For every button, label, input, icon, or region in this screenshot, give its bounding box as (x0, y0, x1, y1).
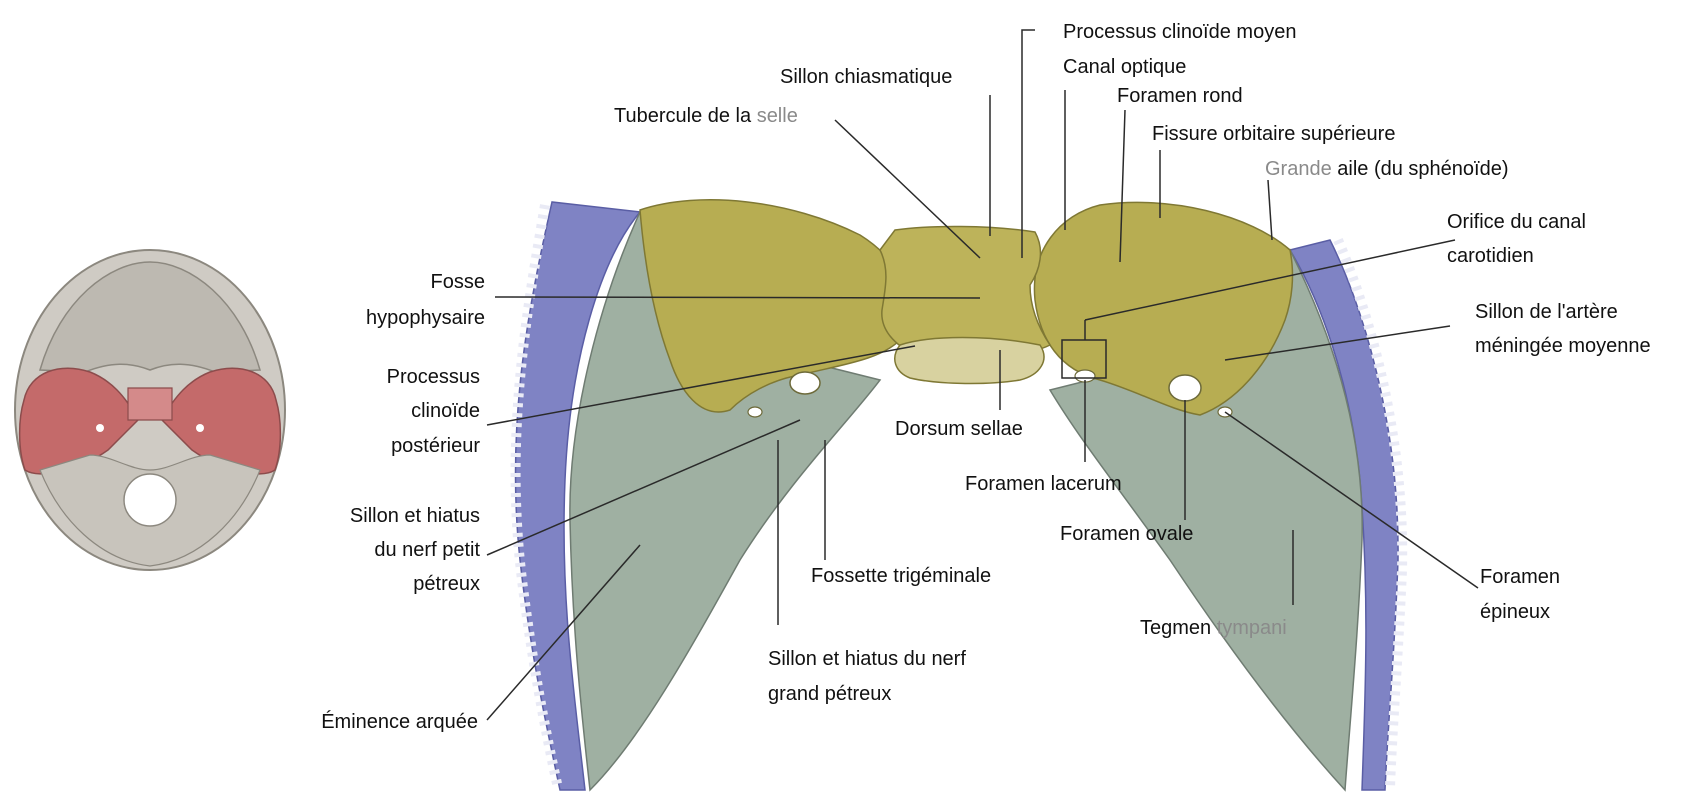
label-sillon-grand-line2: grand pétreux (768, 683, 891, 705)
middle-fossa-main (515, 200, 1402, 790)
label-sillon-petit-line2: du nerf petit (374, 539, 480, 561)
label-dorsum-sellae: Dorsum sellae (895, 418, 1023, 440)
label-processus-clinoide-moyen: Processus clinoïde moyen (1063, 21, 1296, 43)
label-sillon-petit-line1: Sillon et hiatus (350, 505, 480, 527)
label-foramen-lacerum: Foramen lacerum (965, 473, 1122, 495)
label-fossette-trigeminale: Fossette trigéminale (811, 565, 991, 587)
label-processus-line3: postérieur (391, 435, 480, 457)
label-tubercule: Tubercule de la selle (614, 105, 798, 127)
label-tegmen-prefix: Tegmen (1140, 617, 1217, 639)
dorsum-sellae-shape (895, 338, 1044, 384)
label-tegmen: Tegmen tympani (1140, 617, 1287, 639)
leader-fosse (495, 297, 980, 298)
label-sillon-chiasmatique: Sillon chiasmatique (780, 66, 952, 88)
foramen-inset-right (196, 424, 204, 432)
label-canal-optique: Canal optique (1063, 56, 1186, 78)
label-sillon-artere-line1: Sillon de l'artère (1475, 301, 1618, 323)
label-grande-suffix: aile (du sphénoïde) (1332, 158, 1509, 180)
label-fosse-line1: Fosse (431, 271, 485, 293)
label-grande-aile: Grande aile (du sphénoïde) (1265, 158, 1509, 180)
sphenoid-body (880, 226, 1050, 355)
label-orifice-line1: Orifice du canal (1447, 211, 1586, 233)
label-fissure-orbitaire: Fissure orbitaire supérieure (1152, 123, 1395, 145)
label-processus-line1: Processus (387, 366, 480, 388)
label-eminence-arquee: Éminence arquée (321, 710, 478, 733)
label-sillon-grand-line1: Sillon et hiatus du nerf (768, 648, 966, 670)
label-sillon-petit-line3: pétreux (413, 573, 480, 595)
foramen-spinosum-left (748, 407, 762, 417)
leader-clinoide-moyen (1022, 30, 1035, 258)
label-tubercule-prefix: Tubercule de la (614, 105, 757, 127)
foramen-ovale-right (1169, 375, 1201, 401)
sella-inset (128, 388, 172, 420)
leader-grande-aile (1268, 180, 1272, 240)
label-orifice-line2: carotidien (1447, 245, 1534, 267)
label-processus-line2: clinoïde (411, 400, 480, 422)
label-tubercule-selle: selle (757, 105, 798, 127)
foramen-inset-left (96, 424, 104, 432)
label-foramen-epineux-line2: épineux (1480, 601, 1550, 623)
label-foramen-epineux-line1: Foramen (1480, 566, 1560, 588)
label-fosse-line2: hypophysaire (366, 307, 485, 329)
label-tegmen-suffix: tympani (1217, 617, 1287, 639)
label-foramen-rond: Foramen rond (1117, 85, 1243, 107)
label-foramen-ovale: Foramen ovale (1060, 523, 1193, 545)
label-sillon-artere-line2: méningée moyenne (1475, 335, 1651, 357)
skull-base-inset (15, 250, 285, 570)
label-grande-prefix: Grande (1265, 158, 1332, 180)
foramen-magnum-inset (124, 474, 176, 526)
foramen-ovale-left (790, 372, 820, 394)
